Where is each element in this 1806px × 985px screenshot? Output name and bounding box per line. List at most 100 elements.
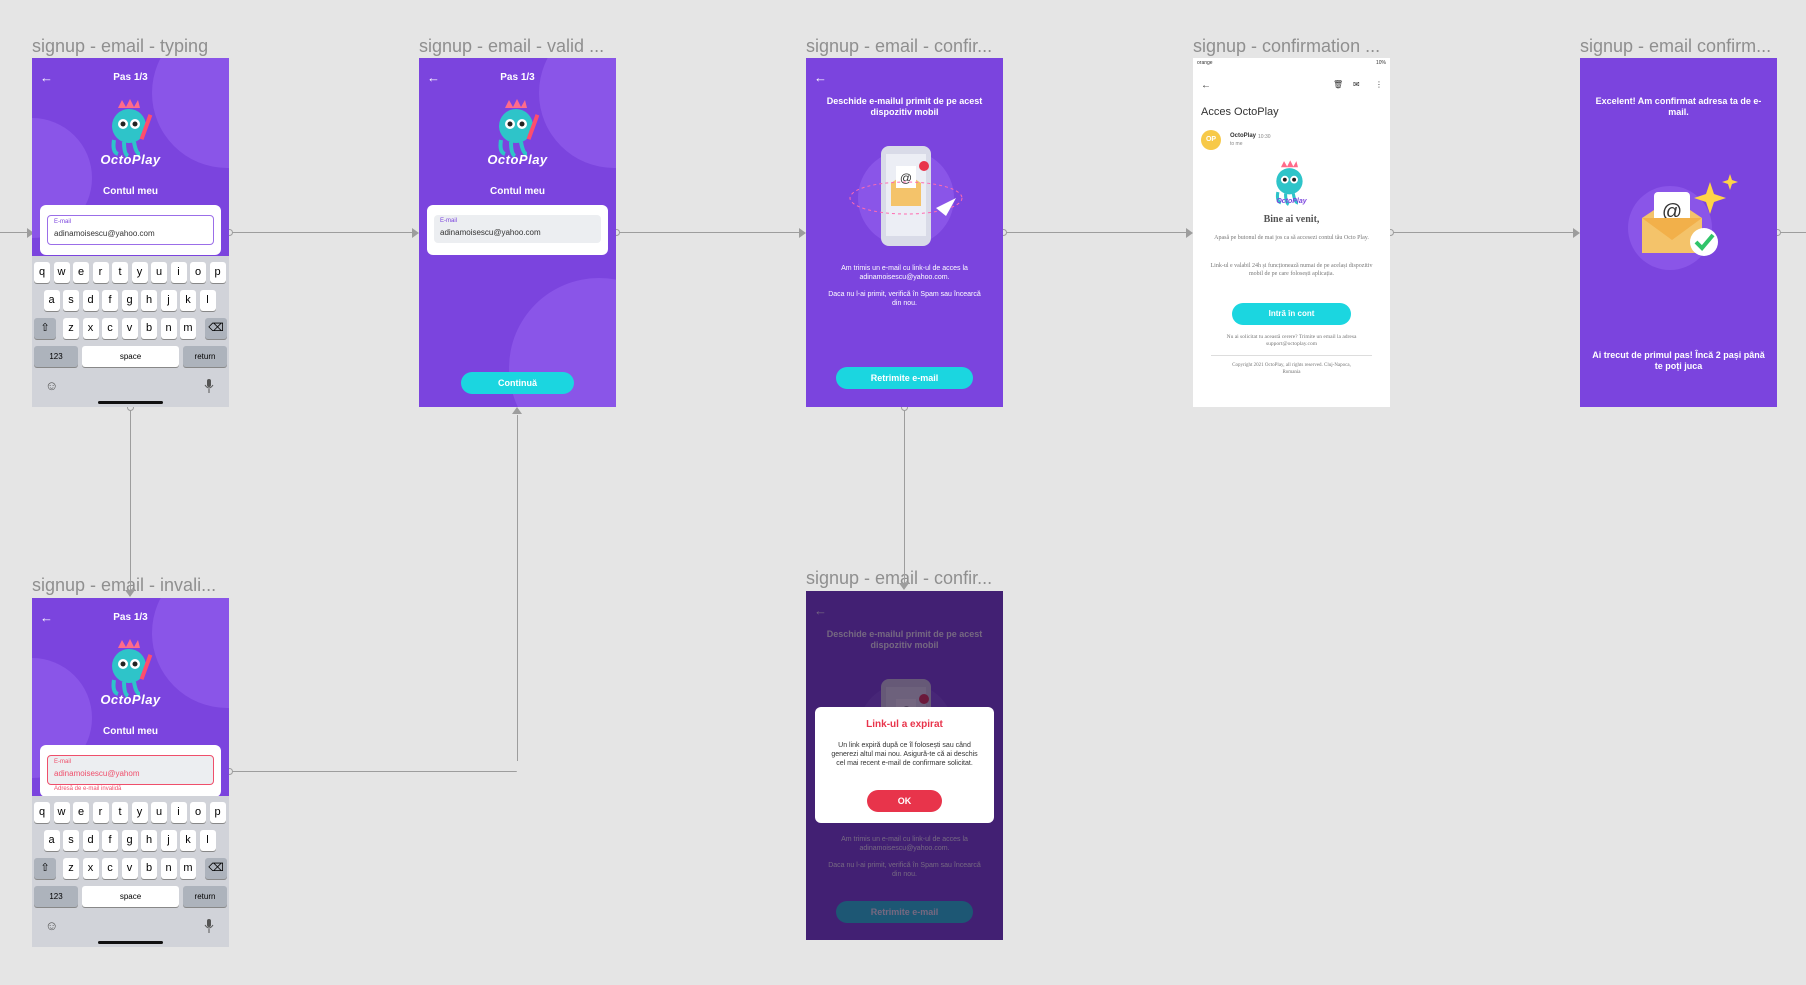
key[interactable]: v [121, 858, 138, 879]
key[interactable]: p [209, 802, 226, 823]
flow-connector [0, 232, 28, 233]
key[interactable]: s [63, 290, 79, 311]
key[interactable]: n [160, 858, 177, 879]
key[interactable]: w [53, 262, 70, 283]
emoji-key-icon[interactable]: ☺ [45, 378, 59, 393]
key[interactable]: y [131, 802, 148, 823]
back-arrow-icon[interactable]: ← [40, 70, 53, 85]
key[interactable]: v [121, 318, 138, 339]
key[interactable]: p [209, 262, 226, 283]
back-arrow-icon[interactable]: ← [814, 70, 827, 85]
key[interactable]: i [170, 262, 187, 283]
email-value: adinamoisescu@yahom [54, 769, 140, 778]
return-key[interactable]: return [183, 886, 227, 907]
keyboard-row: a s d f g h j k l [32, 830, 229, 852]
key[interactable]: q [34, 802, 50, 823]
key[interactable]: f [102, 290, 118, 311]
key[interactable]: q [34, 262, 50, 283]
back-arrow-icon[interactable]: ← [427, 70, 440, 85]
numbers-key[interactable]: 123 [34, 346, 78, 367]
key[interactable]: u [151, 802, 167, 823]
key[interactable]: a [43, 830, 60, 851]
key[interactable]: s [63, 830, 79, 851]
key[interactable]: u [151, 262, 167, 283]
email-time: 10:30 [1258, 134, 1271, 140]
key[interactable]: g [121, 290, 138, 311]
key[interactable]: o [190, 262, 206, 283]
resend-email-button[interactable]: Retrimite e-mail [836, 367, 973, 389]
emoji-key-icon[interactable]: ☺ [45, 918, 59, 933]
continue-button[interactable]: Continuă [461, 372, 574, 394]
flow-connector [507, 771, 517, 772]
microphone-icon[interactable] [204, 379, 214, 393]
keyboard: q w e r t y u i o p a s d f g h j k l ⇧ … [32, 796, 229, 947]
key[interactable]: x [82, 318, 99, 339]
key[interactable]: o [190, 802, 206, 823]
key[interactable]: d [82, 290, 99, 311]
step-indicator: Pas 1/3 [113, 612, 148, 623]
key[interactable]: k [180, 830, 196, 851]
section-title: Contul meu [103, 186, 158, 197]
key[interactable]: j [160, 290, 177, 311]
key[interactable]: d [82, 830, 99, 851]
space-key[interactable]: space [82, 886, 179, 907]
key[interactable]: f [102, 830, 118, 851]
sender-name: OctoPlay [1230, 133, 1257, 139]
more-options-icon[interactable]: ⋮ [1375, 80, 1383, 89]
key[interactable]: z [63, 858, 79, 879]
shift-key-icon[interactable]: ⇧ [34, 318, 56, 339]
microphone-icon[interactable] [204, 919, 214, 933]
key[interactable]: b [141, 318, 157, 339]
key[interactable]: k [180, 290, 196, 311]
key[interactable]: w [53, 802, 70, 823]
key[interactable]: n [160, 318, 177, 339]
key[interactable]: z [63, 318, 79, 339]
key[interactable]: a [43, 290, 60, 311]
backspace-key-icon[interactable]: ⌫ [205, 858, 227, 879]
confirm-headline: Deschide e-mailul primit de pe acest dis… [826, 96, 983, 117]
key[interactable]: m [180, 318, 196, 339]
flow-connector [130, 407, 131, 591]
mail-icon[interactable]: ✉ [1353, 80, 1360, 89]
delete-icon[interactable]: 🗑 [1333, 80, 1344, 89]
octoplay-logo: OctoPlay [487, 152, 548, 167]
link-expired-modal: Link-ul a expirat Un link expiră după ce… [815, 707, 994, 823]
space-key[interactable]: space [82, 346, 179, 367]
shift-key-icon[interactable]: ⇧ [34, 858, 56, 879]
key[interactable]: i [170, 802, 187, 823]
keyboard-row: a s d f g h j k l [32, 290, 229, 312]
key[interactable]: l [199, 290, 216, 311]
email-input[interactable]: E-mail adinamoisescu@yahom [47, 755, 214, 785]
key[interactable]: c [102, 858, 118, 879]
backspace-key-icon[interactable]: ⌫ [205, 318, 227, 339]
key[interactable]: h [141, 290, 157, 311]
octoplay-logo: OctoPlay [100, 152, 161, 167]
return-key[interactable]: return [183, 346, 227, 367]
key[interactable]: h [141, 830, 157, 851]
back-arrow-icon[interactable]: ← [1201, 80, 1211, 91]
key[interactable]: y [131, 262, 148, 283]
key[interactable]: j [160, 830, 177, 851]
home-indicator [98, 941, 163, 944]
key[interactable]: x [82, 858, 99, 879]
key[interactable]: r [92, 802, 109, 823]
next-steps-text: Ai trecut de primul pas! Încă 2 pași pân… [1592, 350, 1765, 371]
key[interactable]: t [112, 802, 128, 823]
email-input[interactable]: E-mail adinamoisescu@yahoo.com [434, 215, 601, 243]
ok-button[interactable]: OK [867, 790, 942, 812]
key[interactable]: l [199, 830, 216, 851]
email-input[interactable]: E-mail adinamoisescu@yahoo.com [47, 215, 214, 245]
back-arrow-icon[interactable]: ← [40, 610, 53, 625]
keyboard-row: ⇧ z x c v b n m ⌫ [32, 318, 229, 340]
key[interactable]: t [112, 262, 128, 283]
key[interactable]: m [180, 858, 196, 879]
key[interactable]: e [73, 802, 89, 823]
keyboard-row: q w e r t y u i o p [32, 262, 229, 284]
enter-account-button[interactable]: Intră în cont [1232, 303, 1351, 325]
key[interactable]: g [121, 830, 138, 851]
key[interactable]: r [92, 262, 109, 283]
numbers-key[interactable]: 123 [34, 886, 78, 907]
key[interactable]: e [73, 262, 89, 283]
key[interactable]: b [141, 858, 157, 879]
key[interactable]: c [102, 318, 118, 339]
